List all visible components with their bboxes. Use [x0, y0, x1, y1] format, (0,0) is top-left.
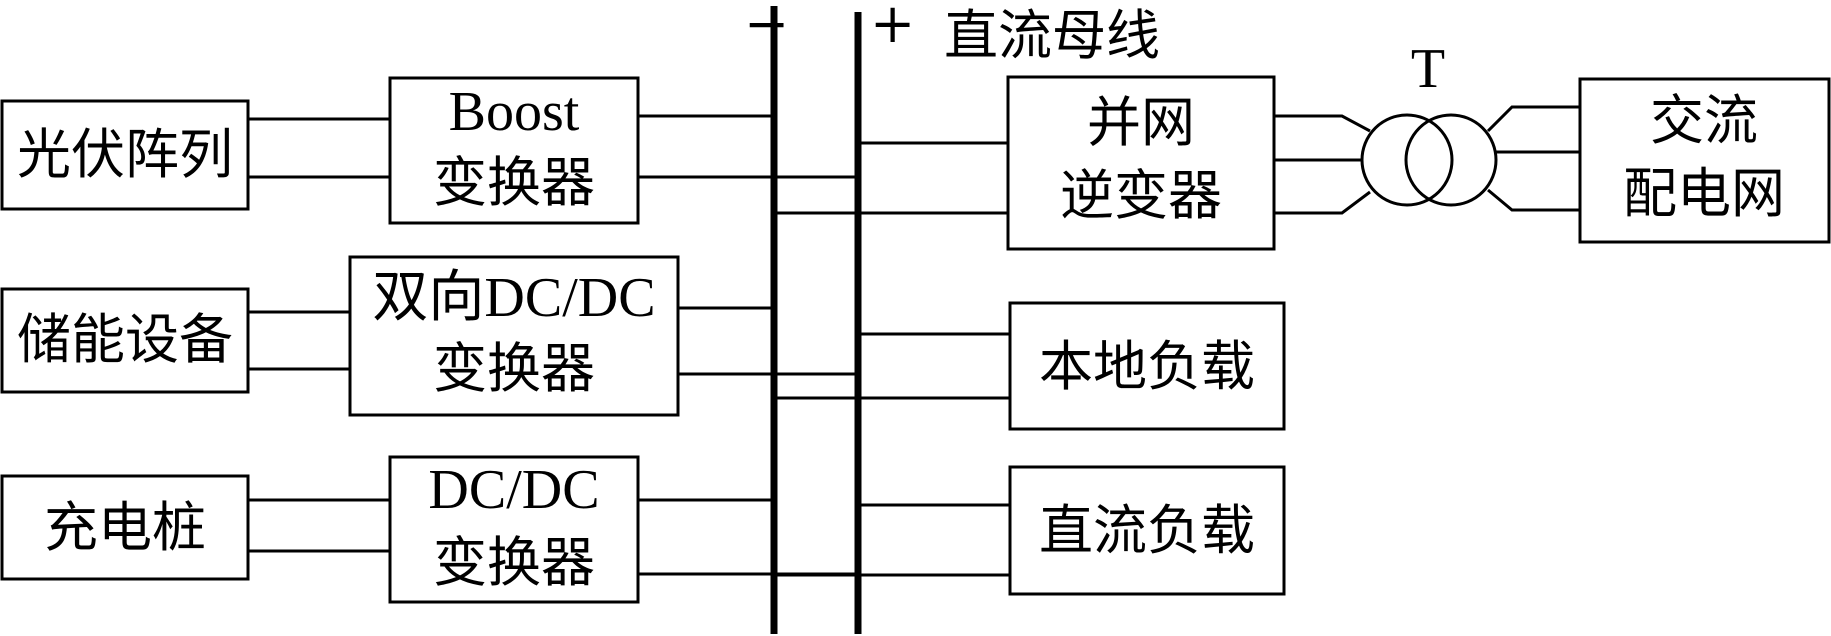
dc-bus-negative-sign: −	[744, 0, 789, 55]
dcdc-converter-label-line2: 变换器	[433, 531, 595, 594]
bidirectional-dcdc-label-line1: 双向DC/DC	[372, 267, 655, 329]
pv-array-block: 光伏阵列	[0, 99, 250, 211]
dc-bus-label: 直流母线	[944, 4, 1160, 67]
storage-label: 储能设备	[17, 308, 233, 371]
bidirectional-dcdc-block: 双向DC/DC 变换器	[348, 255, 680, 417]
charging-pile-block: 充电桩	[0, 474, 250, 581]
boost-converter-label-line1: Boost	[449, 81, 580, 143]
charging-pile-label: 充电桩	[44, 496, 206, 559]
bidirectional-dcdc-label-line2: 变换器	[433, 337, 595, 400]
transformer-label: T	[1411, 38, 1445, 100]
dcdc-converter-block: DC/DC 变换器	[388, 455, 640, 604]
dc-load-label: 直流负载	[1039, 499, 1255, 562]
dc-load-block: 直流负载	[1008, 465, 1286, 596]
inverter-to-transformer-wire-c	[1274, 190, 1371, 215]
grid-inverter-label-line1: 并网	[1087, 91, 1195, 154]
transformer-symbol: T	[1360, 38, 1498, 207]
grid-inverter-block: 并网 逆变器	[1006, 75, 1276, 251]
local-load-label: 本地负载	[1039, 335, 1255, 398]
pv-array-label: 光伏阵列	[17, 123, 233, 186]
inverter-to-transformer-wire-a	[1274, 114, 1371, 133]
transformer-to-grid-wire-c	[1487, 188, 1580, 212]
boost-converter-block: Boost 变换器	[388, 76, 640, 225]
ac-grid-label-line1: 交流	[1650, 89, 1758, 152]
boost-converter-label-line2: 变换器	[433, 151, 595, 214]
transformer-winding-primary	[1360, 113, 1454, 207]
dcdc-converter-label-line1: DC/DC	[428, 459, 599, 521]
ac-grid-label-line2: 配电网	[1623, 162, 1785, 225]
transformer-winding-secondary	[1404, 113, 1498, 207]
storage-block: 储能设备	[0, 287, 250, 394]
grid-inverter-label-line2: 逆变器	[1060, 164, 1222, 227]
ac-grid-block: 交流 配电网	[1578, 77, 1831, 244]
transformer-to-grid-wire-a	[1486, 105, 1580, 133]
local-load-block: 本地负载	[1008, 301, 1286, 431]
dc-bus-positive-sign: +	[870, 0, 915, 55]
